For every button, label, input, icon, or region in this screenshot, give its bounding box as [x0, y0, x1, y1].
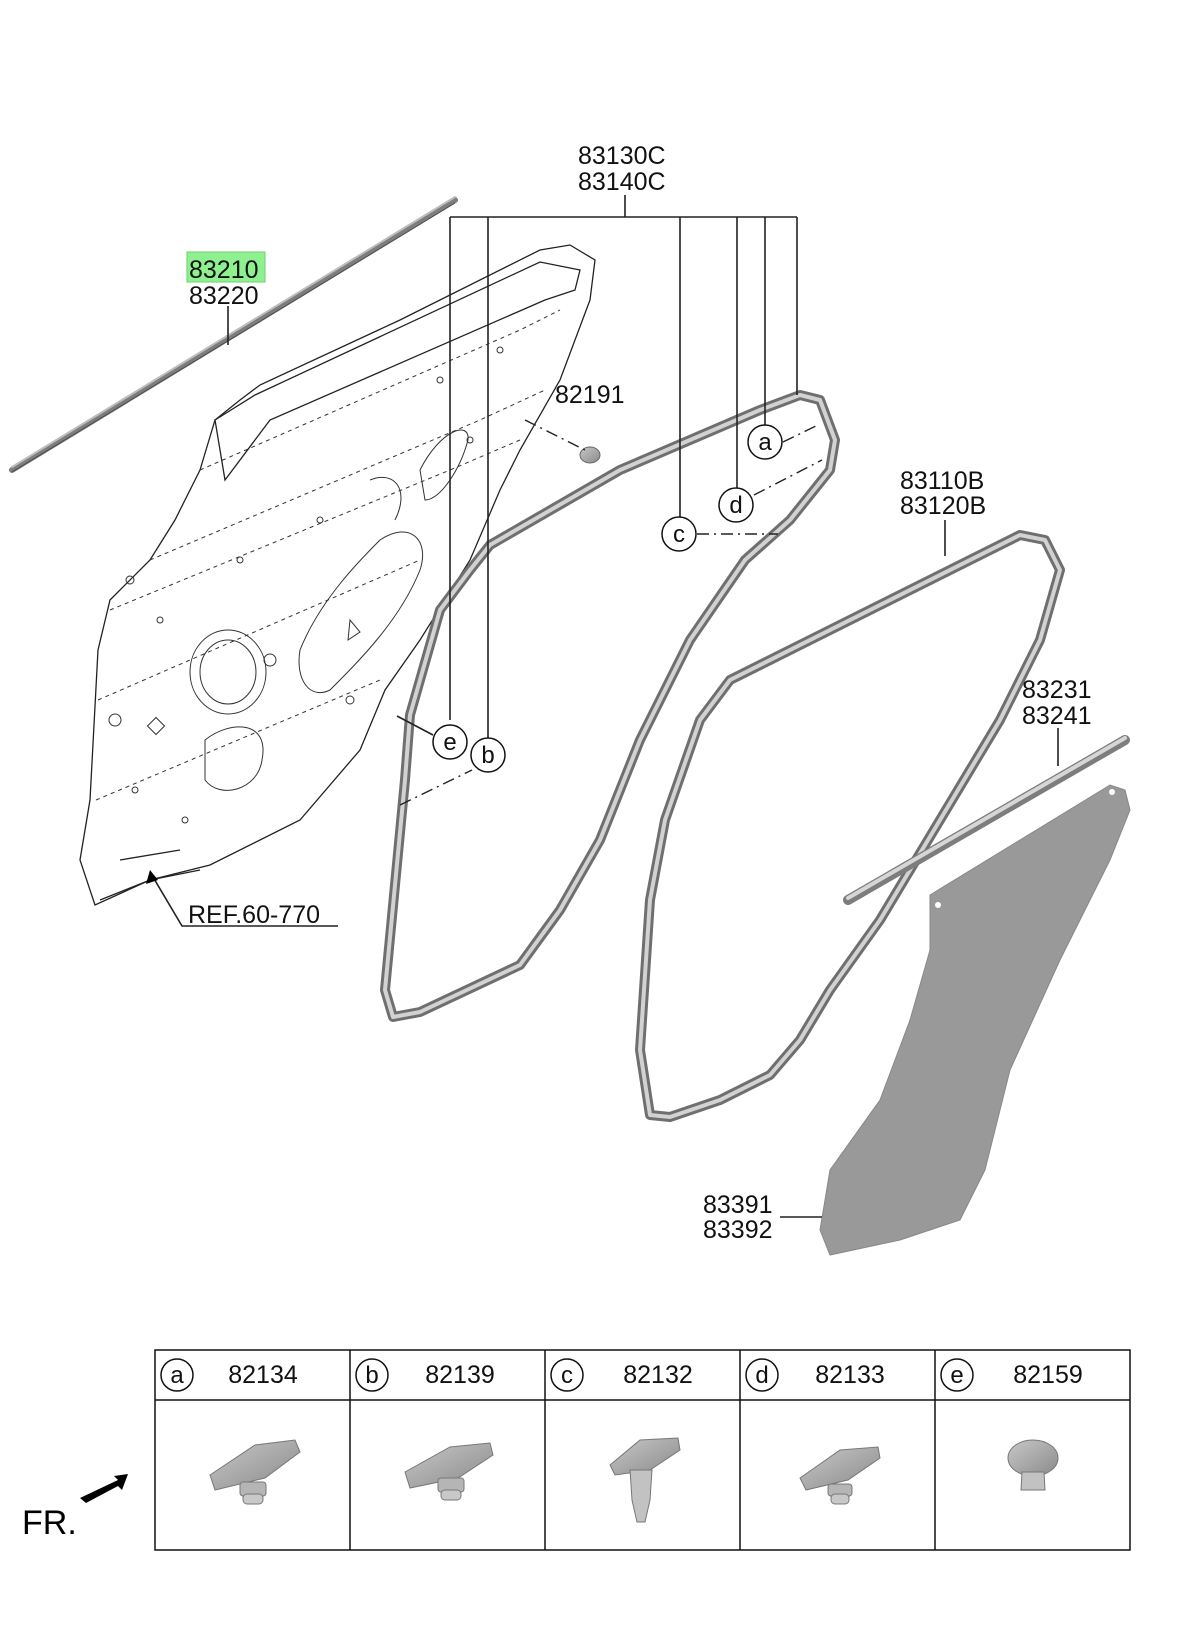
table-header-d: d 82133 — [745, 1358, 885, 1392]
label-fr: FR. — [22, 1504, 77, 1542]
table-letter-e: e — [950, 1362, 963, 1389]
table-part-82139[interactable]: 82139 — [425, 1361, 495, 1389]
clip-82139-icon — [404, 1442, 494, 1501]
table-letter-b: b — [365, 1362, 378, 1389]
door-weatherstrip — [380, 390, 840, 1022]
table-part-82133[interactable]: 82133 — [815, 1361, 885, 1389]
table-part-82132[interactable]: 82132 — [623, 1361, 693, 1389]
table-part-82134[interactable]: 82134 — [228, 1361, 298, 1389]
label-83140c[interactable]: 83140C — [578, 168, 666, 196]
label-83231[interactable]: 83231 — [1022, 676, 1092, 704]
label-82191[interactable]: 82191 — [555, 381, 625, 409]
callout-d-letter: d — [729, 492, 742, 519]
callout-a[interactable]: a — [747, 424, 783, 460]
clip-82133-icon — [799, 1446, 881, 1505]
table-letter-c: c — [561, 1362, 573, 1389]
clip-82159-icon — [1007, 1439, 1059, 1491]
callout-a-letter: a — [758, 429, 772, 456]
label-83110b[interactable]: 83110B — [900, 467, 984, 495]
door-panel — [79, 244, 596, 906]
callout-e[interactable]: e — [432, 724, 468, 760]
label-83130c[interactable]: 83130C — [578, 142, 666, 170]
highlight-83210 — [186, 251, 266, 283]
callout-b-letter: b — [481, 742, 494, 769]
callout-b[interactable]: b — [470, 737, 506, 773]
callout-d[interactable]: d — [718, 487, 754, 523]
label-83210[interactable]: 83210 — [189, 256, 259, 284]
callout-c-letter: c — [673, 521, 685, 548]
inner-belt-strip — [843, 735, 1130, 905]
belt-moulding-strip — [9, 196, 458, 473]
waterproof-film — [819, 784, 1131, 1256]
leader-lines — [146, 195, 1059, 1218]
callout-c[interactable]: c — [661, 516, 697, 552]
table-header-a: a 82134 — [160, 1358, 298, 1392]
clip-82134-icon — [209, 1439, 301, 1505]
label-83392[interactable]: 83392 — [703, 1216, 773, 1244]
label-ref[interactable]: REF.60-770 — [188, 901, 320, 929]
callout-e-letter: e — [443, 729, 456, 756]
label-83120b[interactable]: 83120B — [900, 492, 986, 520]
clip-82132-icon — [609, 1437, 681, 1523]
table-header-b: b 82139 — [355, 1358, 495, 1392]
label-83220[interactable]: 83220 — [189, 282, 259, 310]
parts-table: a 82134 b 82139 c 82132 d 82133 e 82159 — [154, 1349, 1131, 1551]
label-83241[interactable]: 83241 — [1022, 702, 1092, 730]
table-part-82159[interactable]: 82159 — [1013, 1361, 1083, 1389]
front-arrow-icon — [80, 1474, 128, 1503]
table-header-e: e 82159 — [940, 1358, 1083, 1392]
label-83391[interactable]: 83391 — [703, 1191, 773, 1219]
table-letter-d: d — [755, 1362, 768, 1389]
front-direction-indicator: FR. — [22, 1474, 128, 1542]
table-letter-a: a — [170, 1362, 184, 1389]
table-header-c: c 82132 — [550, 1358, 693, 1392]
body-weatherstrip — [635, 530, 1065, 1122]
clip-82191-icon — [579, 446, 601, 464]
